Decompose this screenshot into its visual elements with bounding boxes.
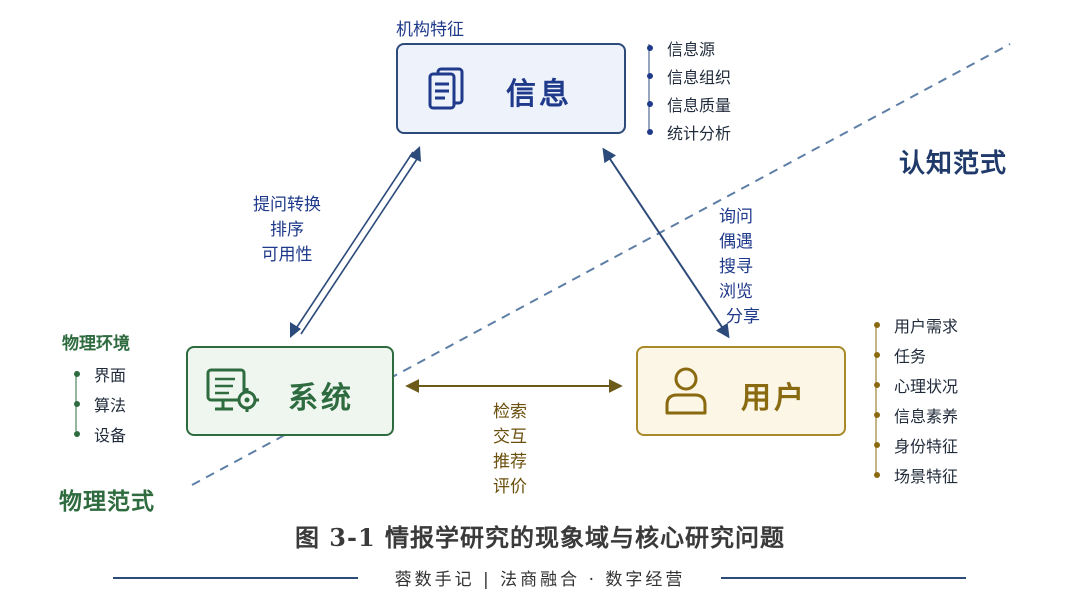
info-group-label: 机构特征 (396, 20, 464, 40)
system-attributes: 界面 算法 设备 (74, 359, 126, 449)
bullet-dot (647, 129, 653, 135)
arrow-info-system-b (300, 155, 420, 335)
list-item: 算法 (74, 389, 126, 419)
info-title: 信息 (506, 77, 572, 112)
bullet-dot (647, 45, 653, 51)
footer-rule-left (113, 577, 358, 579)
info-attributes: 信息源 信息组织 信息质量 统计分析 (647, 34, 731, 146)
list-item: 身份特征 (874, 430, 958, 460)
person-icon (662, 365, 710, 421)
arrow-info-system-head-bottom (290, 322, 301, 338)
monitor-gear-icon (205, 366, 261, 420)
edge-label-info-user: 询问 偶遇 搜寻 浏览 分享 (719, 207, 760, 327)
bullet-dot (647, 101, 653, 107)
bullet-dot (647, 73, 653, 79)
bullet-dot (874, 382, 880, 388)
arrow-info-system-a (294, 151, 414, 331)
bullet-dot (74, 371, 80, 377)
list-item: 任务 (874, 340, 958, 370)
info-node[interactable]: 信息 (396, 43, 626, 134)
footer-rule-right (721, 577, 966, 579)
edge-label-system-user: 检索 交互 推荐 评价 (493, 402, 527, 497)
bullet-dot (74, 431, 80, 437)
list-item: 信息质量 (647, 90, 731, 118)
bullet-dot (874, 472, 880, 478)
bullet-dot (874, 322, 880, 328)
list-item: 场景特征 (874, 460, 958, 490)
physical-paradigm-label: 物理范式 (59, 489, 155, 515)
system-group-label: 物理环境 (62, 334, 130, 354)
list-item: 界面 (74, 359, 126, 389)
list-item: 统计分析 (647, 118, 731, 146)
figure-caption: 图 3-1 情报学研究的现象域与核心研究问题 (294, 523, 786, 552)
edge-label-info-system: 提问转换 排序 可用性 (253, 195, 321, 265)
user-attributes: 用户需求 任务 心理状况 信息素养 身份特征 场景特征 (874, 310, 958, 490)
arrow-info-user (602, 147, 730, 339)
system-node[interactable]: 系统 (186, 346, 394, 436)
list-item: 用户需求 (874, 310, 958, 340)
list-item: 信息组织 (647, 62, 731, 90)
paradigm-divider (191, 43, 1011, 486)
list-item: 信息素养 (874, 400, 958, 430)
list-item: 设备 (74, 419, 126, 449)
arrow-info-system-head-top (409, 146, 421, 162)
user-node[interactable]: 用户 (636, 346, 846, 436)
system-title: 系统 (288, 381, 354, 416)
user-title: 用户 (741, 381, 807, 416)
list-item: 信息源 (647, 34, 731, 62)
footer-text: 蓉数手记 | 法商融合 · 数字经营 (394, 570, 686, 590)
list-item: 心理状况 (874, 370, 958, 400)
bullet-dot (874, 442, 880, 448)
document-icon (426, 65, 472, 115)
bullet-dot (874, 352, 880, 358)
cognitive-paradigm-label: 认知范式 (899, 149, 1008, 179)
bullet-dot (874, 412, 880, 418)
bullet-dot (74, 401, 80, 407)
